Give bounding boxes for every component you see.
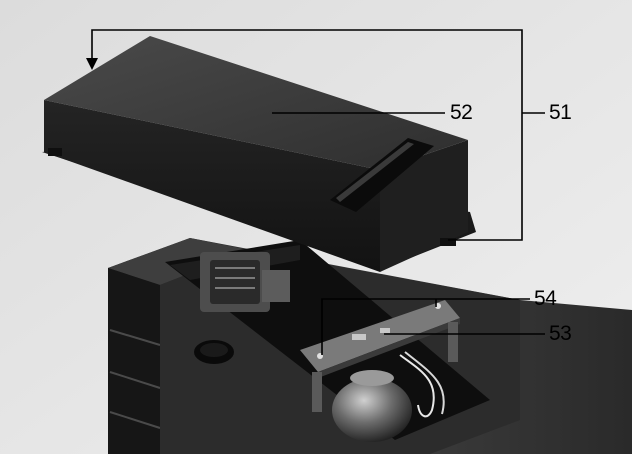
label-51: 51 [549,101,572,124]
leader-51 [91,29,523,241]
label-52: 52 [450,101,473,124]
lamp-housing-lid [42,36,476,272]
circuit-board [300,300,460,372]
lamp-bulb [332,378,412,442]
lamp-compartment [165,240,490,442]
lid-slot [330,138,434,212]
label-53: 53 [549,322,572,345]
leader-lines [91,29,545,355]
leader-54 [321,298,530,355]
arrow-head-icon [86,58,98,70]
label-54: 54 [534,287,557,310]
